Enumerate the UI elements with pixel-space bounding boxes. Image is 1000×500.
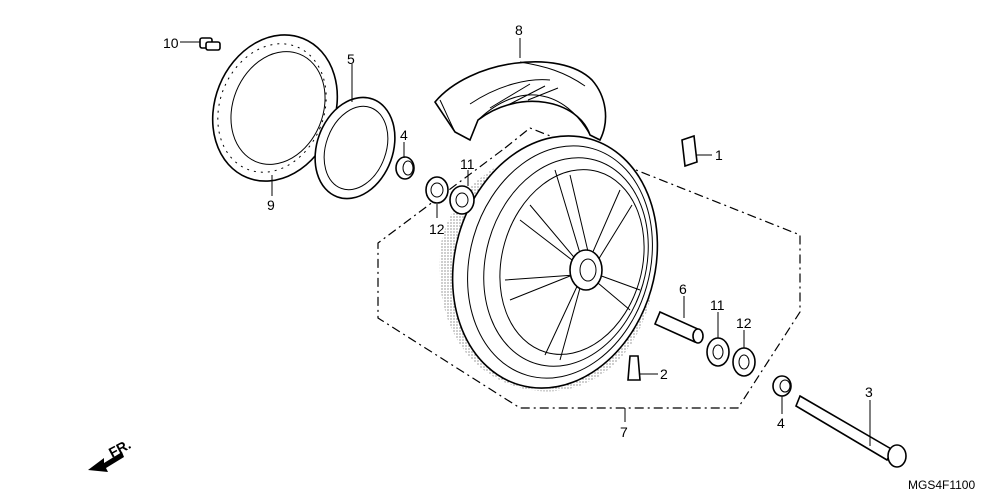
callout-8: 8 bbox=[515, 22, 523, 38]
bearing-left-part bbox=[449, 185, 475, 215]
brake-disc-part bbox=[211, 34, 339, 182]
dust-seal-right-part bbox=[732, 347, 756, 377]
diagram-code: MGS4F1100 bbox=[908, 478, 975, 492]
callout-4-left: 4 bbox=[400, 127, 408, 143]
callout-7: 7 bbox=[620, 424, 628, 440]
callout-11-left: 11 bbox=[460, 156, 475, 172]
leader-lines bbox=[180, 38, 871, 446]
callout-10: 10 bbox=[163, 35, 179, 51]
pulser-ring-part bbox=[314, 96, 396, 200]
disc-bolt-part bbox=[199, 37, 221, 51]
front-direction-arrow-icon bbox=[88, 452, 124, 472]
callout-4-right: 4 bbox=[777, 415, 785, 431]
balance-weight-part bbox=[681, 134, 698, 168]
front-axle-part bbox=[795, 394, 907, 468]
wheel-part bbox=[439, 135, 659, 392]
tire-valve-part bbox=[627, 355, 641, 381]
front-direction-label: FR. bbox=[106, 436, 133, 461]
callout-9: 9 bbox=[267, 197, 275, 213]
callout-3: 3 bbox=[865, 384, 873, 400]
callout-5: 5 bbox=[347, 51, 355, 67]
tire-part bbox=[434, 61, 607, 142]
callout-11-right: 11 bbox=[710, 297, 725, 313]
collar-left-part bbox=[395, 156, 415, 180]
collar-right-part bbox=[772, 375, 792, 397]
callout-1: 1 bbox=[715, 147, 723, 163]
dust-seal-left-part bbox=[425, 176, 449, 204]
callout-12-right: 12 bbox=[736, 315, 752, 331]
callout-2: 2 bbox=[660, 366, 668, 382]
callout-12-left: 12 bbox=[429, 221, 445, 237]
distance-collar-part bbox=[653, 310, 704, 344]
bearing-right-part bbox=[706, 337, 730, 367]
callout-6: 6 bbox=[679, 281, 687, 297]
